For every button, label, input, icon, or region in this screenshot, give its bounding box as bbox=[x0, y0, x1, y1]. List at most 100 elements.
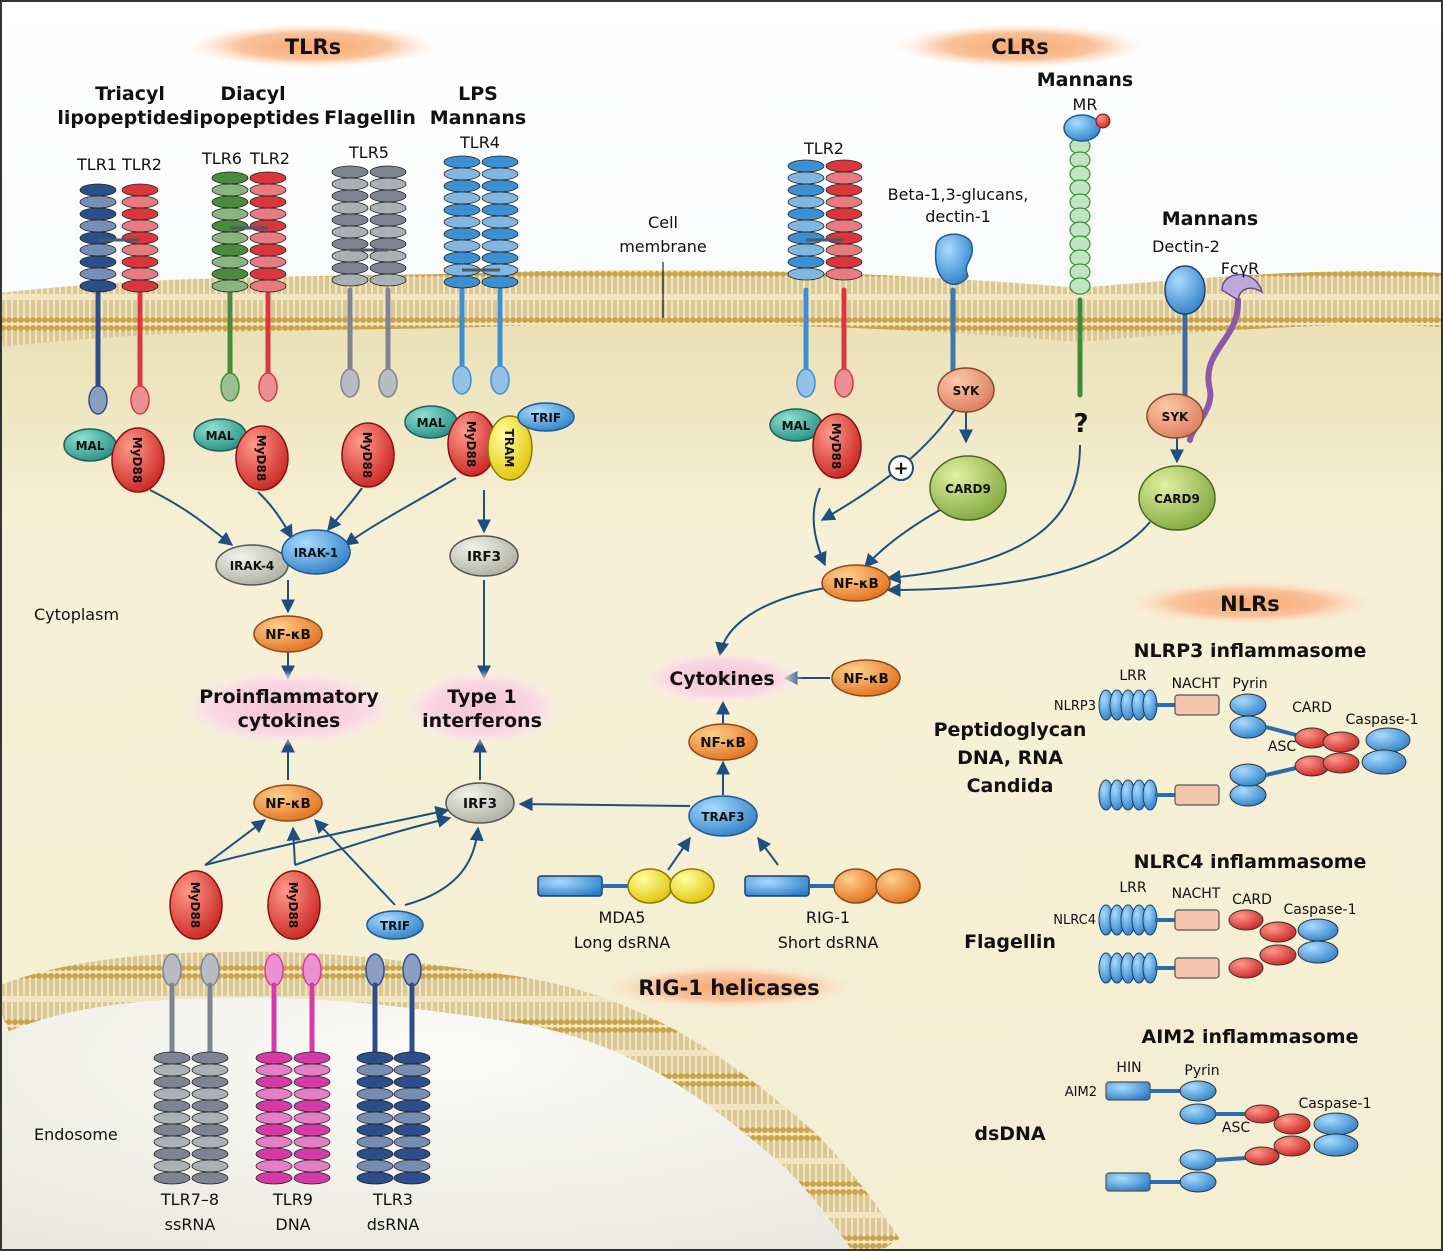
tlr2b-chain-lrr-1 bbox=[249, 183, 287, 197]
tlr2a-chain-lrr-0 bbox=[121, 183, 159, 197]
tlr4-chain-b-lrr-7 bbox=[481, 239, 519, 253]
proinflammatory-l1: Proinflammatory bbox=[199, 686, 379, 708]
tlr2c-chain-a-lrr-1 bbox=[787, 171, 825, 185]
ligand-triacyl-l2: lipopeptides bbox=[57, 107, 190, 129]
traf3-node bbox=[688, 795, 758, 837]
tlr8-chain-lrr-9 bbox=[191, 1159, 229, 1173]
tlr3-chain-b-lrr-6 bbox=[393, 1123, 431, 1137]
tlr6-chain-lrr-7 bbox=[211, 255, 249, 269]
tlr2c-chain-a-lrr-5 bbox=[787, 219, 825, 233]
mal-2: MAL bbox=[193, 418, 247, 452]
arrow-myd88-irak4 bbox=[149, 489, 234, 546]
tlr5-chain-b-lrr-8 bbox=[369, 261, 407, 275]
tlr5-chain-b-lrr-5 bbox=[369, 225, 407, 239]
tlr9-chain-b-lrr-0 bbox=[293, 1051, 331, 1065]
tlr5-chain-b-tip bbox=[378, 368, 398, 398]
label-tlr2-a: TLR2 bbox=[121, 155, 162, 174]
tlr2c-chain-b-lrr-8 bbox=[825, 255, 863, 269]
ligand-diacyl-l2: lipopeptides bbox=[186, 107, 319, 129]
arrow-myd88c-irak1 bbox=[327, 487, 363, 532]
clr-beta-l1: Beta-1,3-glucans, bbox=[888, 185, 1029, 204]
nlrp3-asc: ASC bbox=[1268, 739, 1296, 755]
tlr1-chain-lrr-7 bbox=[79, 267, 117, 281]
tlr3-chain-a-lrr-2 bbox=[356, 1075, 394, 1089]
tlr9-chain-a-lrr-7 bbox=[255, 1135, 293, 1149]
fcyr-head bbox=[1221, 273, 1264, 302]
nlrp3-caspase: Caspase-1 bbox=[1346, 712, 1419, 728]
mda5-helicase-2 bbox=[669, 868, 715, 904]
tlr2b-chain bbox=[249, 171, 287, 402]
myd88-5-label: MyD88 bbox=[829, 423, 843, 469]
proinflammatory-l2: cytokines bbox=[238, 710, 341, 732]
tlr9-chain-b-lrr-6 bbox=[293, 1123, 331, 1137]
trif-2-label: TRIF bbox=[380, 919, 410, 933]
tlr9-chain-a-lrr-9 bbox=[255, 1159, 293, 1173]
myd88-4-label: MyD88 bbox=[464, 421, 478, 467]
tlr5-chain-a-lrr-2 bbox=[331, 189, 369, 203]
tlr2c-chain-a-lrr-6 bbox=[787, 231, 825, 245]
aim2-pyrin-2 bbox=[1179, 1171, 1217, 1193]
tlr9-chain-b-lrr-9 bbox=[293, 1159, 331, 1173]
nlrc4-nacht: NACHT bbox=[1172, 886, 1221, 902]
tlr9-chain-a-lrr-3 bbox=[255, 1087, 293, 1101]
tlr2a-chain-lrr-2 bbox=[121, 207, 159, 221]
tlr9-chain-a bbox=[255, 953, 293, 1185]
tlr7-chain-lrr-8 bbox=[153, 1147, 191, 1161]
question-mark: ? bbox=[1073, 409, 1088, 439]
tlr8-chain-lrr-6 bbox=[191, 1123, 229, 1137]
tlr5-chain-b-lrr-7 bbox=[369, 249, 407, 263]
tlr2c-chain-a-lrr-0 bbox=[787, 159, 825, 173]
tlr7-chain-lrr-9 bbox=[153, 1159, 191, 1173]
tlr9-chain-b-lrr-1 bbox=[293, 1063, 331, 1077]
tlr4-chain-b-lrr-0 bbox=[481, 155, 519, 169]
tlr4-chain-b bbox=[481, 155, 519, 395]
nfkb-node-1 bbox=[253, 615, 323, 653]
tlr2c-chain-b-lrr-3 bbox=[825, 195, 863, 209]
tlr3-chain-b-lrr-7 bbox=[393, 1135, 431, 1149]
myd88-3-label: MyD88 bbox=[360, 432, 374, 478]
nlrc4-nacht-1 bbox=[1174, 957, 1220, 979]
mannan-ligand bbox=[1095, 113, 1111, 129]
nfkb-label-1: NF-κB bbox=[265, 627, 311, 643]
ligand-diacyl-l1: Diacyl bbox=[220, 83, 285, 105]
tlr9-chain-b-lrr-3 bbox=[293, 1087, 331, 1101]
label-tlr3: TLR3 bbox=[372, 1190, 413, 1209]
tlr4-chain-a-lrr-2 bbox=[443, 179, 481, 193]
tlr8-chain bbox=[191, 953, 229, 1185]
casp-p10-1 bbox=[1361, 749, 1407, 775]
tlr8-chain-lrr-10 bbox=[191, 1171, 229, 1185]
tlr9-chain-a-tip bbox=[264, 953, 284, 987]
aim2-asc: ASC bbox=[1222, 1120, 1250, 1136]
tlr8-chain-lrr-8 bbox=[191, 1147, 229, 1161]
nlrc4-nacht-0 bbox=[1174, 909, 1220, 931]
signaling-molecules: IRAK-4 IRAK-1 NF-κB IRF3 NF-κB IRF3 TRAF… bbox=[215, 367, 1216, 837]
label-tlr9-ligand: DNA bbox=[275, 1215, 310, 1234]
tlr6-chain-lrr-1 bbox=[211, 183, 249, 197]
tlr4-chain-a-lrr-1 bbox=[443, 167, 481, 181]
aim2-pyrin-1 bbox=[1179, 1080, 1217, 1102]
irak1-label: IRAK-1 bbox=[294, 546, 339, 560]
nlrp3-nacht: NACHT bbox=[1172, 676, 1221, 692]
tlr6-chain-lrr-3 bbox=[211, 207, 249, 221]
casp-p20-1 bbox=[1365, 727, 1411, 753]
label-endosome: Endosome bbox=[34, 1125, 118, 1144]
tlr5-chain-a-lrr-0 bbox=[331, 165, 369, 179]
nlrp3-card: CARD bbox=[1292, 700, 1332, 716]
myd88-2-shape bbox=[235, 425, 289, 491]
tlr5-chain-a-lrr-4 bbox=[331, 213, 369, 227]
mr-head bbox=[1063, 114, 1101, 142]
tlr4-chain-a bbox=[443, 155, 481, 395]
tlr3-chain-a-lrr-7 bbox=[356, 1135, 394, 1149]
dectin1-head bbox=[934, 233, 973, 285]
card9-node-1 bbox=[929, 455, 1007, 521]
myd88-7-label: MyD88 bbox=[286, 882, 300, 928]
arrow-myd88e-nfkb bbox=[204, 819, 267, 866]
aim2-hin-2 bbox=[1105, 1172, 1151, 1192]
tram-1: TRAM bbox=[487, 415, 533, 481]
aim2-asc-card-2 bbox=[1244, 1146, 1280, 1166]
casp-card-2 bbox=[1322, 752, 1360, 774]
tlr4-chain-b-lrr-1 bbox=[481, 167, 519, 181]
mal-3-label: MAL bbox=[417, 416, 446, 430]
tlr3-chain-a bbox=[356, 953, 394, 1185]
